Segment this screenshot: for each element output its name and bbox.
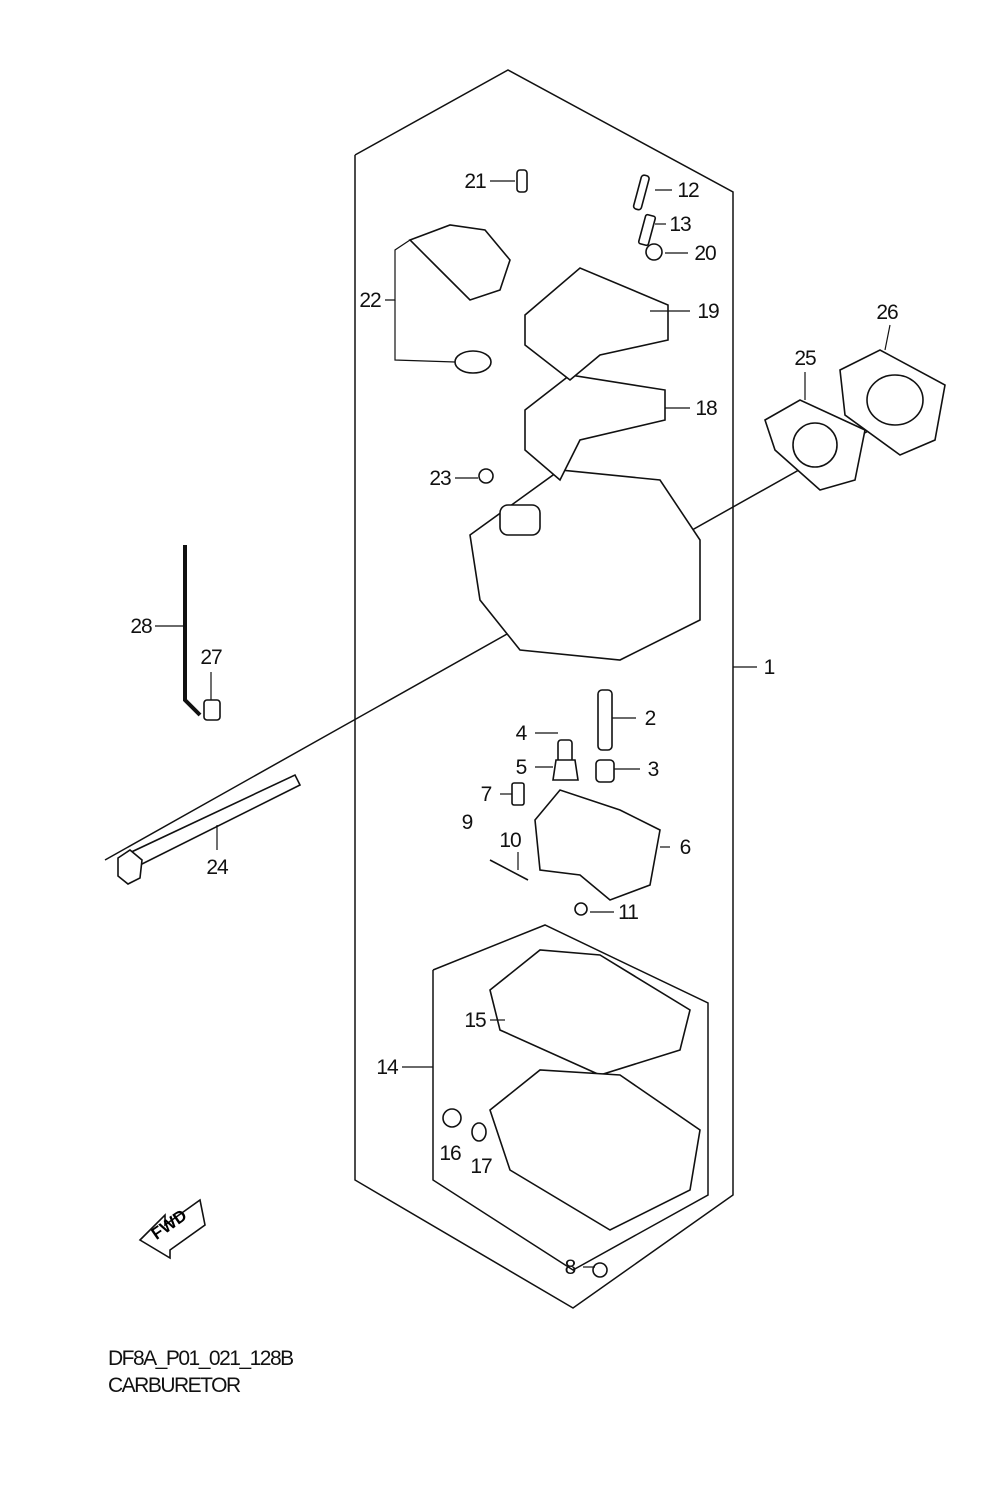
callout-4: 4 (516, 722, 528, 745)
fwd-arrow (138, 1198, 206, 1260)
callout-17: 17 (470, 1155, 492, 1178)
gasket-15 (489, 949, 691, 1076)
callout-1: 1 (764, 656, 775, 679)
fuel-valve-22 (408, 224, 511, 301)
callout-27: 27 (200, 646, 222, 669)
callout-6: 6 (680, 836, 691, 859)
float-bowl (489, 1069, 701, 1231)
plate-19 (524, 267, 669, 382)
callout-22: 22 (359, 289, 381, 312)
assembly-outline (104, 69, 871, 1309)
callout-7: 7 (481, 783, 492, 806)
callout-14: 14 (376, 1056, 399, 1079)
callout-26: 26 (876, 301, 898, 324)
parts (117, 169, 946, 1278)
diagram-code: DF8A_P01_021_128B (108, 1347, 294, 1370)
callout-10: 10 (499, 829, 521, 852)
callout-13: 13 (669, 213, 691, 236)
callout-8: 8 (565, 1256, 576, 1279)
callout-9: 9 (462, 811, 473, 834)
callout-2: 2 (645, 707, 656, 730)
diagram-title: CARBURETOR (108, 1374, 241, 1397)
callout-23: 23 (429, 467, 451, 490)
callout-28: 28 (130, 615, 152, 638)
leader-lines (155, 180, 891, 1268)
callout-11: 11 (618, 901, 638, 924)
callout-labels: 1234567891011121314151617181920212223242… (130, 170, 899, 1279)
callout-15: 15 (464, 1009, 486, 1032)
callout-16: 16 (439, 1142, 461, 1165)
callout-12: 12 (677, 179, 699, 202)
callout-5: 5 (516, 756, 527, 779)
float-6 (534, 789, 661, 901)
gasket-18 (524, 374, 666, 482)
callout-3: 3 (648, 758, 659, 781)
carburetor-body (469, 469, 701, 661)
callout-19: 19 (697, 300, 719, 323)
callout-24: 24 (206, 856, 229, 879)
callout-18: 18 (695, 397, 717, 420)
callout-20: 20 (694, 242, 716, 265)
callout-21: 21 (464, 170, 486, 193)
callout-25: 25 (794, 347, 816, 370)
